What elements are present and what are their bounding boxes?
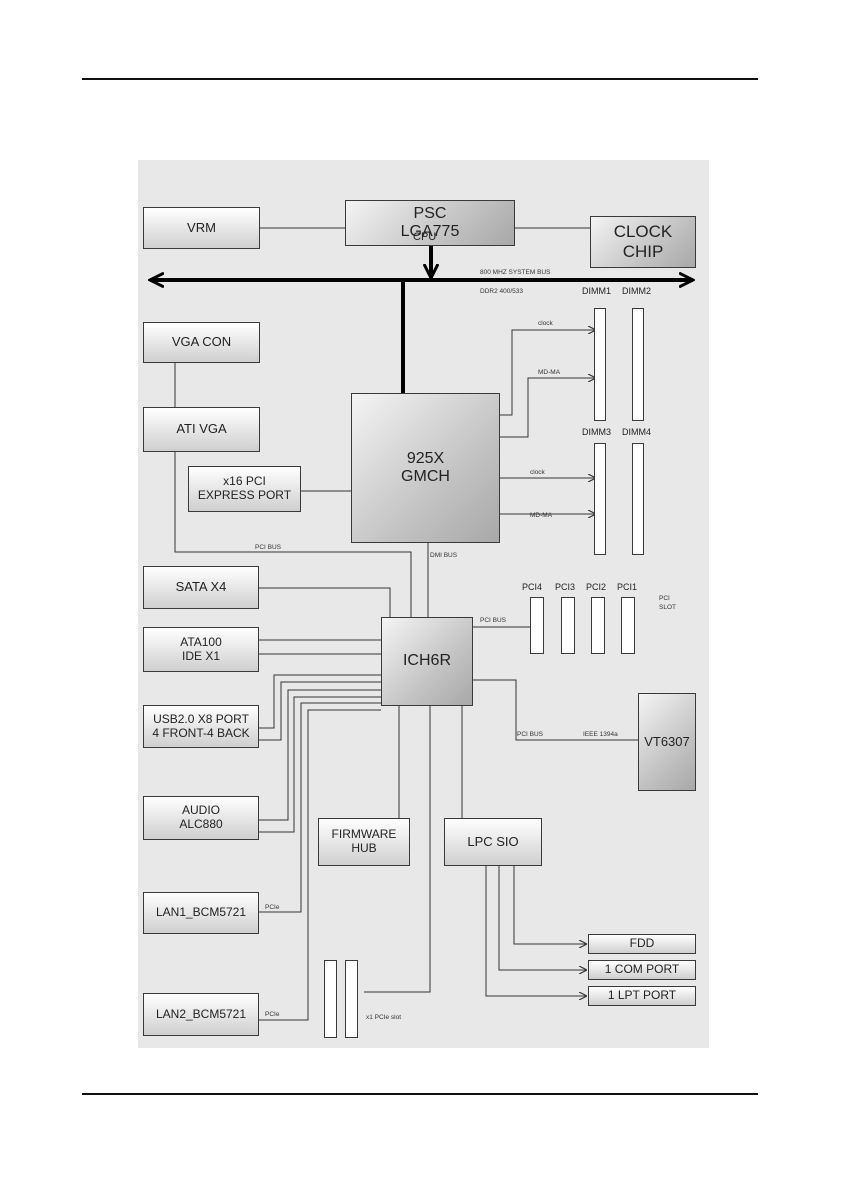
pcie-port-line1: x16 PCI [223,474,266,489]
vga-con-box: VGA CON [143,322,260,363]
pci2-slot [591,597,605,654]
vt6307-label: VT6307 [644,733,690,749]
audio-line1: AUDIO [181,803,220,818]
dimm1-label: DIMM1 [582,286,611,296]
gmch-line1: 925X [406,449,445,467]
lan1-label: LAN1_BCM5721 [155,905,247,920]
clock-chip-line2: CHIP [622,242,664,261]
lan1-box: LAN1_BCM5721 [143,892,259,934]
pci4-slot [530,597,544,654]
dimm2-slot [632,308,644,421]
ich6r-box: ICH6R [381,617,473,706]
x1-pcie-slot-1 [324,960,337,1038]
footer-rule [82,1093,758,1095]
pcie-lan2-label: PCIe [265,1011,280,1018]
dimm4-label: DIMM4 [622,427,651,437]
x1-pcie-slot-2 [345,960,358,1038]
com-port-box: 1 COM PORT [588,960,696,980]
usb-line2: 4 FRONT-4 BACK [152,725,250,740]
sata-label: SATA X4 [175,579,227,595]
audio-line2: ALC880 [179,817,223,831]
vga-con-label: VGA CON [171,334,232,350]
dmi-bus-label: DMI BUS [430,552,458,559]
lan2-box: LAN2_BCM5721 [143,993,259,1036]
ata100-ide-box: ATA100 IDE X1 [143,627,259,672]
pci4-label: PCI4 [522,582,543,592]
ata-line2: IDE X1 [181,648,220,663]
pci1-slot [621,597,635,654]
fdd-label: FDD [629,936,655,951]
dimm3-label: DIMM3 [582,427,611,437]
ddr-label: DDR2 400/533 [480,288,523,295]
pcie-x16-port-box: x16 PCI EXPRESS PORT [188,466,301,512]
sata-box: SATA X4 [143,566,259,609]
cpu-line1: PSC [413,204,447,222]
pci2-label: PCI2 [586,582,607,592]
lpt-label: 1 LPT PORT [607,988,677,1003]
fdd-box: FDD [588,934,696,954]
dimm1-slot [594,308,606,421]
clock-signal-bottom: clock [530,469,545,476]
block-diagram: PSC LGA775 CPU VRM CLOCK CHIP 800 MHZ SY… [138,160,709,1048]
md-ma-signal-bottom: MD-MA [530,512,553,519]
ich-label: ICH6R [402,652,451,670]
connection-lines [138,227,709,1021]
dimm4-slot [632,443,644,555]
ati-vga-label: ATI VGA [176,421,227,437]
pci1-label: PCI1 [617,582,638,592]
pcie-lan1-label: PCIe [265,904,280,911]
firmware-line1: FIRMWARE [331,827,397,842]
x1-pcie-slot-label: x1 PCIe slot [366,1014,402,1021]
pci-bus-vga-label: PCI BUS [255,544,282,551]
ata-line1: ATA100 [180,634,222,649]
usb-line1: USB2.0 X8 PORT [153,711,249,726]
cpu-label: CPU [413,231,437,243]
pcie-port-line2: EXPRESS PORT [197,488,292,502]
lan2-label: LAN2_BCM5721 [155,1006,247,1021]
pci-bus-vt-label: PCI BUS [517,731,544,738]
ieee-label: IEEE 1394a [583,731,618,738]
vt6307-box: VT6307 [638,693,696,791]
clock-chip-line1: CLOCK [613,222,673,242]
com-label: 1 COM PORT [604,962,680,977]
gmch-box: 925X GMCH [351,393,500,543]
pci-slot-label-line1: PCI [659,595,670,602]
lpt-port-box: 1 LPT PORT [588,986,696,1006]
pci3-label: PCI3 [555,582,576,592]
gmch-line2: GMCH [401,468,450,485]
dimm2-label: DIMM2 [622,286,651,296]
system-bus-label: 800 MHZ SYSTEM BUS [480,269,551,276]
firmware-hub-box: FIRMWARE HUB [318,818,410,866]
cpu-box: PSC LGA775 [345,200,515,246]
clock-signal-top: clock [538,320,553,327]
pci-slot-label-line2: SLOT [659,604,676,611]
vrm-box: VRM [143,207,260,249]
dimm3-slot [594,443,606,555]
lpc-sio-box: LPC SIO [444,818,542,866]
md-ma-signal-top: MD-MA [538,369,561,376]
pci3-slot [561,597,575,654]
usb-box: USB2.0 X8 PORT 4 FRONT-4 BACK [143,705,259,748]
vrm-label: VRM [187,219,216,235]
pci-bus-slots-label: PCI BUS [480,617,507,624]
audio-box: AUDIO ALC880 [143,796,259,840]
firmware-line2: HUB [351,841,377,855]
clock-chip-box: CLOCK CHIP [590,216,696,268]
lpc-sio-label: LPC SIO [467,833,519,849]
ati-vga-box: ATI VGA [143,407,260,452]
header-rule [82,78,758,80]
cpu-line2: LGA775 [400,223,460,240]
